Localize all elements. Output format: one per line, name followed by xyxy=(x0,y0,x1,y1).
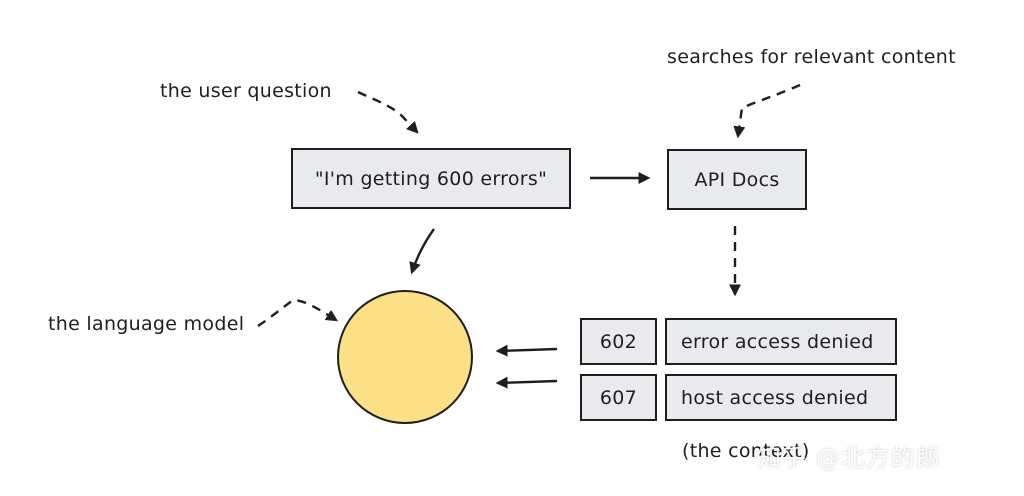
query-box: "I'm getting 600 errors" xyxy=(291,148,571,209)
searches-pointer-arrow xyxy=(733,83,801,139)
query-to-model-arrow xyxy=(409,228,435,275)
user-question-label: the user question xyxy=(160,80,332,102)
searches-label: searches for relevant content xyxy=(667,46,956,68)
result-message-607: host access denied xyxy=(665,374,897,421)
model-pointer-arrow xyxy=(257,298,339,327)
language-model-label: the language model xyxy=(48,313,245,335)
api-docs-box: API Docs xyxy=(667,149,807,210)
result-message-602: error access denied xyxy=(665,318,897,365)
result-602-to-model-arrow xyxy=(495,344,558,357)
result-code-602: 602 xyxy=(580,318,657,365)
result-code-607: 607 xyxy=(580,374,657,421)
language-model-circle xyxy=(337,290,473,424)
context-label: (the context) xyxy=(682,440,810,462)
user-question-pointer-arrow xyxy=(357,90,419,134)
watermark-text: 知乎 @北方的郎 xyxy=(757,444,941,472)
result-607-to-model-arrow xyxy=(495,376,558,389)
